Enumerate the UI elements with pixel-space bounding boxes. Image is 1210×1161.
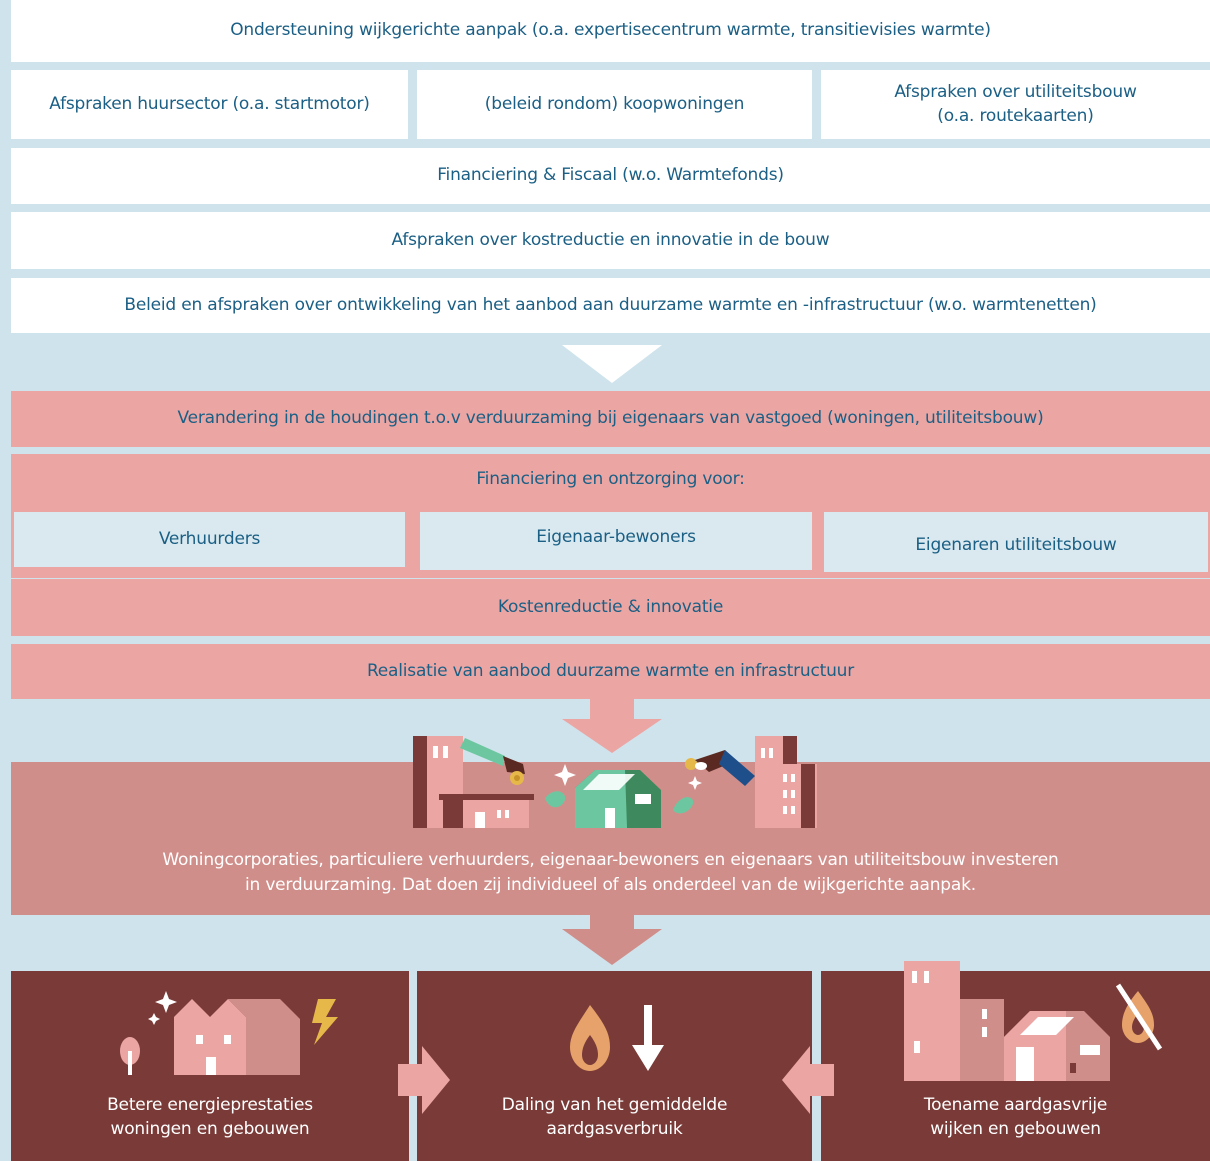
policy-utiliteitsbouw: Afspraken over utiliteitsbouw (o.a. rout… xyxy=(821,70,1210,139)
policy-kostreductie: Afspraken over kostreductie en innovatie… xyxy=(11,212,1210,269)
outcome-1-line2: woningen en gebouwen xyxy=(110,1119,310,1139)
right-building-icon xyxy=(755,736,817,828)
policy-utiliteitsbouw-line1: Afspraken over utiliteitsbouw xyxy=(894,81,1137,102)
outcome-aardgasverbruik-text: Daling van het gemiddelde aardgasverbrui… xyxy=(417,1089,812,1147)
investment-illustration xyxy=(413,736,817,828)
group-verhuurders: Verhuurders xyxy=(12,510,407,569)
left-arrow xyxy=(782,1046,834,1114)
effect-houdingen: Verandering in de houdingen t.o.v verduu… xyxy=(11,391,1210,447)
group-eigenaren-utiliteitsbouw-label: Eigenaren utiliteitsbouw xyxy=(915,535,1117,556)
tree-icon xyxy=(120,1037,140,1075)
lightning-icon xyxy=(312,999,338,1045)
effect-realisatie: Realisatie van aanbod duurzame warmte en… xyxy=(11,644,1210,699)
group-eigenaar-bewoners: Eigenaar-bewoners xyxy=(418,510,814,572)
effect-kostenreductie-label: Kostenreductie & innovatie xyxy=(497,596,724,617)
building-icon xyxy=(904,961,1004,1081)
outcome-2-line1: Daling van het gemiddelde xyxy=(501,1095,728,1116)
outcome-2-line2: aardgasverbruik xyxy=(546,1119,683,1139)
policy-huursector: Afspraken huursector (o.a. startmotor) xyxy=(11,70,408,139)
investment-line1: Woningcorporaties, particuliere verhuurd… xyxy=(162,850,1059,871)
effect-financiering-header-label: Financiering en ontzorging voor: xyxy=(476,469,745,490)
hand-coin-icon xyxy=(460,738,525,785)
arrow-down-icon xyxy=(632,1005,664,1071)
leaf-icon xyxy=(673,797,694,814)
green-house-icon xyxy=(575,770,661,828)
policy-warmte-aanbod: Beleid en afspraken over ontwikkeling va… xyxy=(11,278,1210,333)
policy-row1-label: Ondersteuning wijkgerichte aanpak (o.a. … xyxy=(230,20,991,41)
policy-warmte-aanbod-label: Beleid en afspraken over ontwikkeling va… xyxy=(124,294,1097,315)
group-eigenaren-utiliteitsbouw: Eigenaren utiliteitsbouw xyxy=(822,510,1210,574)
sparkle-icon xyxy=(155,991,177,1013)
effect-houdingen-label: Verandering in de houdingen t.o.v verduu… xyxy=(177,408,1044,429)
house-icon xyxy=(174,999,300,1075)
down-arrow-3 xyxy=(562,915,662,965)
effect-financiering-header: Financiering en ontzorging voor: xyxy=(11,462,1210,498)
right-arrow xyxy=(398,1046,450,1114)
policy-huursector-label: Afspraken huursector (o.a. startmotor) xyxy=(49,93,370,114)
house-solar-icon xyxy=(1004,1011,1110,1081)
policy-utiliteitsbouw-line2: (o.a. routekaarten) xyxy=(937,105,1094,126)
outcome-aardgasverbruik xyxy=(417,971,812,1161)
leaf-icon xyxy=(545,791,566,808)
outcome-3-line1: Toename aardgasvrije xyxy=(923,1095,1108,1116)
sparkle-icon xyxy=(554,764,576,786)
down-arrow-1 xyxy=(562,345,662,383)
hand-coin-icon xyxy=(685,750,755,786)
gas-decrease-icon xyxy=(570,1005,664,1071)
policy-koopwoningen-label: (beleid rondom) koopwoningen xyxy=(484,93,745,114)
policy-financiering: Financiering & Fiscaal (w.o. Warmtefonds… xyxy=(11,148,1210,204)
houses-energy-icon xyxy=(120,991,338,1075)
policy-financiering-label: Financiering & Fiscaal (w.o. Warmtefonds… xyxy=(437,165,784,186)
effect-kostenreductie: Kostenreductie & innovatie xyxy=(11,579,1210,636)
sparkle-icon xyxy=(148,1013,160,1025)
group-verhuurders-label: Verhuurders xyxy=(158,528,261,549)
sparkle-icon xyxy=(688,776,702,790)
outcome-energieprestaties-text: Betere energieprestaties woningen en geb… xyxy=(11,1089,409,1147)
down-arrow-2 xyxy=(562,699,662,753)
outcome-1-line1: Betere energieprestaties xyxy=(107,1095,313,1116)
policy-wijkgerichte-aanpak: Ondersteuning wijkgerichte aanpak (o.a. … xyxy=(11,0,1210,62)
outcome-3-line2: wijken en gebouwen xyxy=(930,1119,1101,1139)
left-building-icon xyxy=(413,736,534,828)
policy-kostreductie-label: Afspraken over kostreductie en innovatie… xyxy=(391,229,830,250)
no-gas-icon xyxy=(1115,983,1163,1051)
group-eigenaar-bewoners-label: Eigenaar-bewoners xyxy=(536,527,696,548)
policy-koopwoningen: (beleid rondom) koopwoningen xyxy=(417,70,812,139)
investment-text: Woningcorporaties, particuliere verhuurd… xyxy=(11,842,1210,904)
investment-line2: in verduurzaming. Dat doen zij individue… xyxy=(245,875,976,895)
effect-realisatie-label: Realisatie van aanbod duurzame warmte en… xyxy=(366,660,855,681)
gasfree-buildings-icon xyxy=(904,961,1163,1081)
outcome-aardgasvrije-text: Toename aardgasvrije wijken en gebouwen xyxy=(821,1089,1210,1147)
